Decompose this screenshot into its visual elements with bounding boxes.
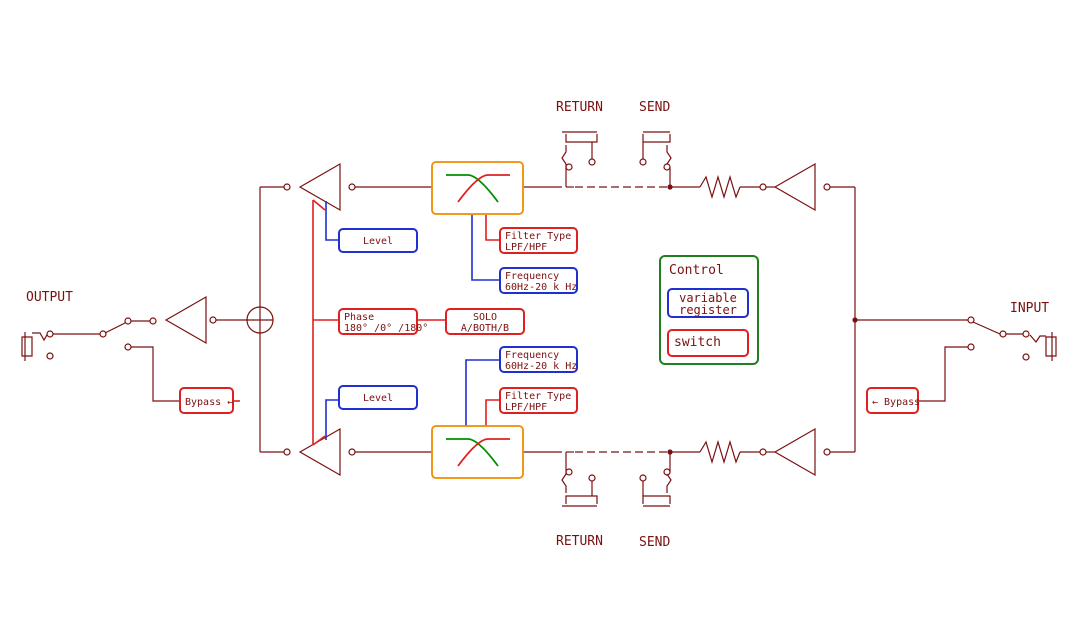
return-label-top: RETURN <box>556 100 603 115</box>
filter-block-top <box>431 161 524 215</box>
resistor-top-icon <box>699 174 741 200</box>
input-buffer-top-icon <box>773 162 816 212</box>
send-jack-bottom-icon <box>639 452 672 507</box>
output-buffer-icon <box>164 295 207 345</box>
input-jack-icon <box>1022 330 1057 361</box>
lpf-curve-icon <box>446 438 499 467</box>
level-control-top[interactable]: Level <box>338 228 418 253</box>
return-label-bottom: RETURN <box>556 534 603 549</box>
legend-title: Control <box>669 263 724 278</box>
return-jack-top-icon <box>561 131 598 187</box>
level-amp-top-icon <box>298 162 341 212</box>
resistor-bottom-icon <box>699 439 741 465</box>
filter-block-bottom <box>431 425 524 479</box>
level-control-bottom[interactable]: Level <box>338 385 418 410</box>
output-bypass-switch-icon <box>99 317 132 351</box>
legend-switch: switch <box>667 329 749 357</box>
input-bypass-switch-icon <box>967 316 1007 351</box>
bypass-switch-right[interactable]: ← Bypass <box>866 387 920 414</box>
level-amp-bottom-icon <box>298 427 341 477</box>
return-jack-bottom-icon <box>561 452 598 507</box>
summing-node-icon <box>246 306 274 334</box>
send-label-top: SEND <box>639 100 671 115</box>
input-label: INPUT <box>1010 301 1050 316</box>
output-jack-icon <box>21 330 54 361</box>
output-label: OUTPUT <box>26 290 73 305</box>
send-label-bottom: SEND <box>639 535 671 550</box>
hpf-curve-icon <box>457 174 510 203</box>
input-buffer-bottom-icon <box>773 427 816 477</box>
bypass-switch-left[interactable]: Bypass ← <box>179 387 234 414</box>
lpf-curve-icon <box>446 174 499 203</box>
hpf-curve-icon <box>457 438 510 467</box>
send-jack-top-icon <box>639 131 672 187</box>
